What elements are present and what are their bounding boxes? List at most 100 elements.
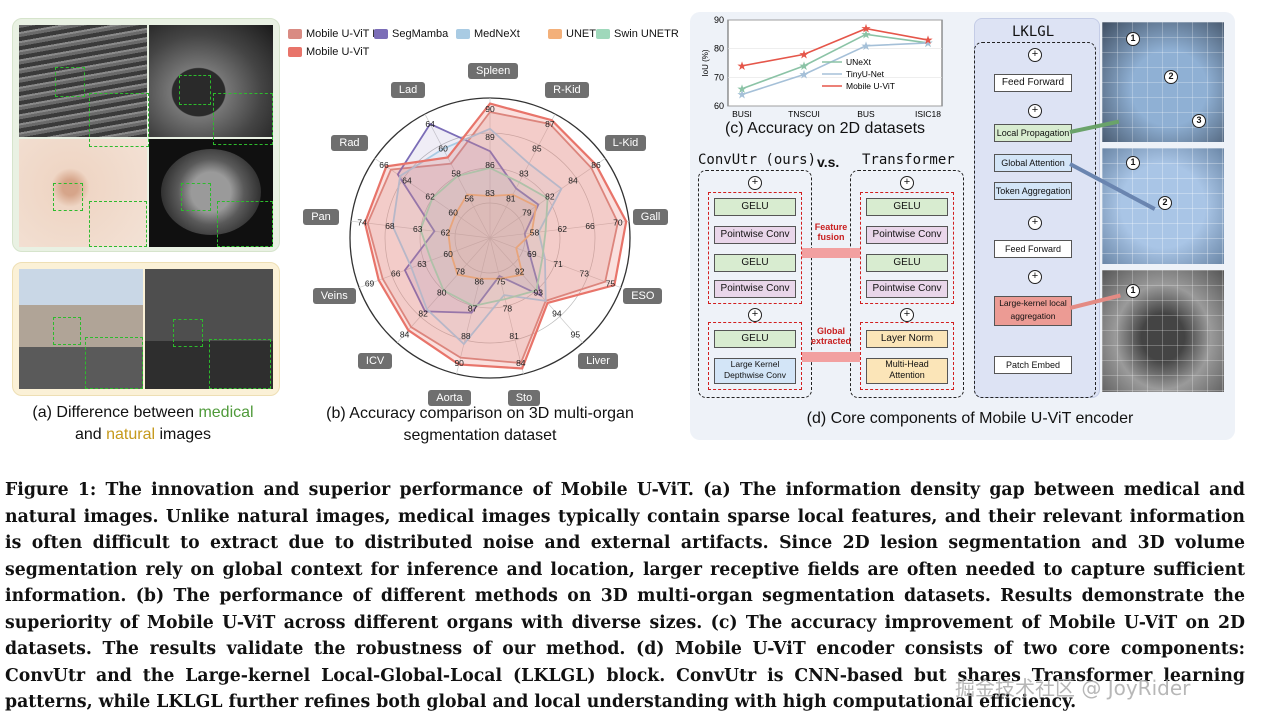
radar-tick-label: 64: [402, 176, 412, 186]
radar-tick-label: 80: [437, 287, 447, 297]
radar-tick-label: 62: [441, 228, 451, 238]
line-point-marker: ★: [799, 47, 810, 61]
add-icon: +: [748, 176, 762, 190]
marker-2: 2: [1158, 196, 1172, 210]
radar-tick-label: 71: [553, 259, 563, 269]
transformer-layer-norm: Layer Norm: [866, 330, 948, 348]
radar-tick-label: 82: [545, 192, 555, 202]
convutr-pointwise-conv: Pointwise Conv: [714, 226, 796, 244]
radar-tick-label: 81: [506, 193, 516, 203]
convutr-lower-group: [708, 322, 802, 390]
legend-label: Mobile U-ViT L: [306, 28, 379, 40]
line-point-marker: ★: [923, 33, 934, 47]
radar-tick-label: 86: [591, 160, 601, 170]
radar-tick-label: 86: [475, 276, 485, 286]
radar-tick-label: 89: [485, 132, 495, 142]
radar-spoke: [489, 220, 630, 239]
organ-label: ESO: [623, 287, 663, 304]
marker-2: 2: [1164, 70, 1178, 84]
transformer-upper-group: [860, 192, 954, 304]
organ-label: R-Kid: [545, 82, 589, 98]
organ-label: Veins: [312, 287, 356, 304]
lklgl-inner-frame: [974, 42, 1096, 398]
feature-fusion-label: Feature fusion: [814, 222, 848, 242]
radar-spoke: [489, 113, 556, 239]
radar-tick-label: 90: [454, 358, 464, 368]
zoom-box: [55, 67, 85, 97]
ct-scan-image: [149, 139, 273, 247]
panel-b-caption: (b) Accuracy comparison on 3D multi-orga…: [326, 405, 634, 444]
organ-label: Liver: [578, 353, 618, 370]
radar-tick-label: 81: [509, 331, 519, 341]
ultrasound-image-1: [19, 25, 147, 137]
radar-tick-label: 69: [527, 249, 537, 259]
convutr-title: ConvUtr (ours): [698, 152, 817, 168]
organ-label: Aorta: [428, 390, 471, 407]
line-legend-label: UNeXt: [846, 57, 872, 67]
line-ylabel: IoU (%): [701, 49, 710, 76]
convutr-upper-group: [708, 192, 802, 304]
add-icon: +: [748, 308, 762, 322]
line-point-marker: ★: [799, 59, 810, 73]
line-ytick-label: 80: [714, 44, 724, 54]
zoom-box: [89, 201, 147, 247]
radar-tick-label: 62: [558, 224, 568, 234]
organ-label: Lad: [390, 82, 426, 98]
line-point-marker: ★: [861, 22, 872, 36]
zoom-box: [179, 75, 211, 105]
radar-spoke: [489, 237, 622, 288]
legend-item: SegMamba: [374, 28, 448, 40]
radar-tick-label: 60: [438, 144, 448, 154]
radar-tick-label: 63: [417, 259, 427, 269]
radar-tick-label: 75: [496, 276, 506, 286]
radar-tick-label: 63: [413, 224, 423, 234]
line-series-tinyu-net: [741, 42, 929, 96]
feature-fusion-arrow: [802, 248, 860, 258]
radar-tick-label: 68: [385, 221, 395, 231]
legend-label: Swin UNETR: [614, 28, 679, 40]
radar-tick-label: 86: [485, 160, 495, 170]
line-point-marker: ★: [861, 27, 872, 41]
grid-image-3: [1102, 270, 1224, 392]
radar-tick-label: 78: [503, 304, 513, 314]
lklgl-local-propagation: Local Propagation: [994, 124, 1072, 142]
line-point-marker: ★: [737, 82, 748, 96]
legend-swatch: [288, 29, 302, 39]
zoom-box: [85, 337, 143, 389]
radar-tick-label: 66: [391, 269, 401, 279]
legend-label: MedNeXt: [474, 28, 520, 40]
transformer-pointwise-conv: Pointwise Conv: [866, 280, 948, 298]
line-series-unext: [741, 33, 929, 90]
panel-d-caption: (d) Core components of Mobile U-ViT enco…: [806, 410, 1134, 427]
convutr-depthwise-conv: Large Kernel Depthwise Conv: [714, 358, 796, 384]
line-xtick-label: BUS: [857, 109, 875, 119]
add-icon: +: [900, 176, 914, 190]
zoom-box: [53, 183, 83, 211]
radar-tick-label: 70: [613, 217, 623, 227]
convutr-frame: [698, 170, 812, 398]
organ-label: ICV: [357, 353, 393, 370]
add-icon: +: [1028, 216, 1042, 230]
line-xtick-label: ISIC18: [915, 109, 941, 119]
legend-swatch: [288, 47, 302, 57]
zoom-box: [217, 201, 273, 247]
radar-tick-label: 60: [443, 249, 453, 259]
transformer-attention: Multi-Head Attention: [866, 358, 948, 384]
legend-item: Mobile U-ViT L: [288, 28, 378, 40]
legend-item: Mobile U-ViT: [288, 46, 369, 58]
organ-label: Pan: [303, 208, 339, 225]
line-xtick-label: BUSI: [732, 109, 752, 119]
transformer-pointwise-conv: Pointwise Conv: [866, 226, 948, 244]
zoom-box: [181, 183, 211, 211]
legend-item: MedNeXt: [456, 28, 520, 40]
line-point-marker: ★: [923, 36, 934, 50]
radar-tick-label: 87: [468, 304, 478, 314]
vs-label: v.s.: [817, 154, 840, 170]
radar-tick-label: 73: [580, 269, 590, 279]
add-icon: +: [1028, 270, 1042, 284]
radar-tick-label: 56: [464, 193, 474, 203]
zoom-box: [53, 317, 81, 345]
organ-label: Rad: [331, 134, 368, 151]
line-point-marker: ★: [737, 59, 748, 73]
